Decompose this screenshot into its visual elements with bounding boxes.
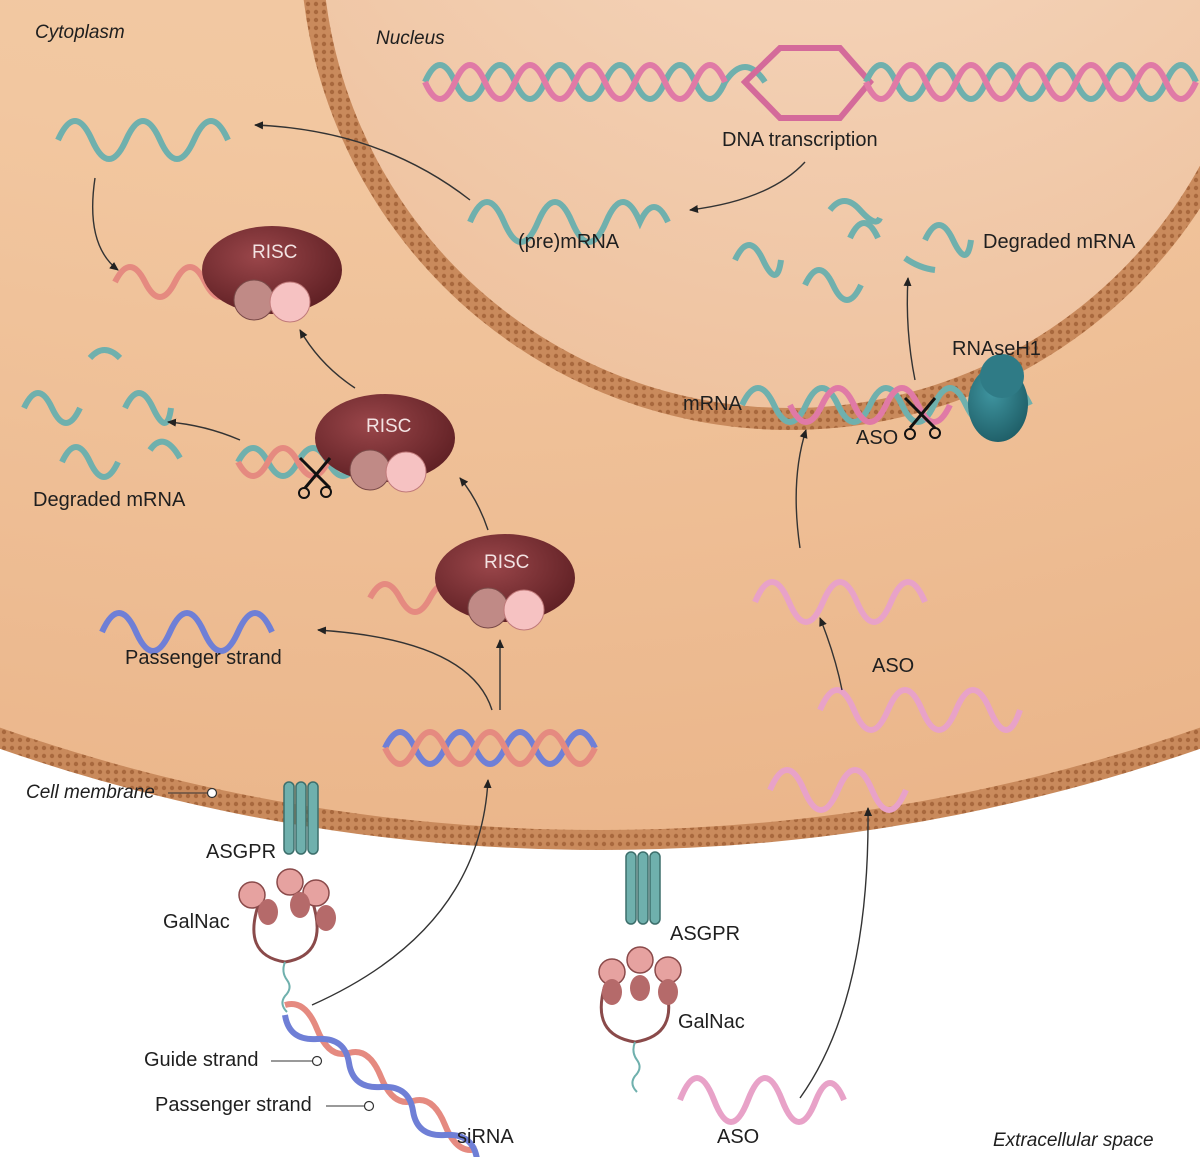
- pre-mrna-label: (pre)mRNA: [518, 231, 620, 253]
- sirna-label: siRNA: [457, 1126, 514, 1148]
- extracellular-space-label: Extracellular space: [993, 1130, 1154, 1151]
- asgpr-right-label: ASGPR: [670, 923, 740, 945]
- aso-nucleus-label: ASO: [856, 427, 898, 449]
- arrow-risc-mid-to-top: [299, 329, 356, 389]
- passenger-strand-released: [99, 610, 275, 654]
- degraded-mrna-left-label: Degraded mRNA: [33, 489, 186, 511]
- degraded-mrna-right-label: Degraded mRNA: [983, 231, 1136, 253]
- nucleus-area: [325, 0, 1200, 408]
- guide-strand-pointer: [271, 1055, 323, 1067]
- cell-membrane-pointer: [168, 787, 218, 799]
- risc-low-label: RISC: [484, 552, 529, 573]
- arrow-risc-low-to-mid: [459, 477, 489, 531]
- guide-strand-label: Guide strand: [144, 1049, 259, 1071]
- aso-cytoplasm-mid: [817, 687, 1023, 733]
- galnac-ligand-right: [598, 946, 682, 1093]
- rnaseh1-label: RNAseH1: [952, 338, 1041, 360]
- arrow-aso-into-cell: [799, 807, 873, 1099]
- mrna-label: mRNA: [683, 393, 743, 415]
- dna-double-helix: [422, 45, 1199, 121]
- passenger-strand-label: Passenger strand: [125, 647, 282, 669]
- arrow-transcription-to-premrna: [689, 161, 806, 213]
- galnac-right-label: GalNac: [678, 1011, 745, 1033]
- arrow-aso-to-nucleus: [795, 429, 808, 549]
- risc-mid-label: RISC: [366, 416, 411, 437]
- galnac-left-label: GalNac: [163, 911, 230, 933]
- arrow-mrna-to-risc: [92, 177, 119, 271]
- risc-top-label: RISC: [252, 242, 297, 263]
- sirna-duplex-extracellular: [282, 1001, 480, 1157]
- asgpr-left-label: ASGPR: [206, 841, 276, 863]
- aso-cytoplasm-upper: [752, 579, 928, 625]
- arrow-sirna-into-cell: [311, 779, 492, 1006]
- rnaseh1-enzyme: [968, 354, 1028, 442]
- arrow-cleavage-to-degraded-left: [167, 418, 241, 441]
- scissors-icon: [298, 456, 332, 499]
- arrow-duplex-to-passenger: [317, 626, 493, 711]
- aso-extracellular: [677, 1075, 847, 1125]
- degraded-mrna-right: [732, 198, 974, 303]
- passenger-strand-pointer: [326, 1100, 375, 1112]
- dna-transcription-label: DNA transcription: [722, 129, 878, 151]
- cytoplasm-mrna-strand: [55, 118, 231, 162]
- passenger-strand-bottom-label: Passenger strand: [155, 1094, 312, 1116]
- risc-complex-low: RISC: [367, 534, 575, 631]
- risc-complex-top: RISC: [112, 226, 342, 323]
- scissors-icon-nucleus: [903, 396, 941, 440]
- arrow-aso-lower-to-upper: [819, 617, 843, 691]
- cell-membrane-label: Cell membrane: [26, 782, 155, 803]
- sirna-duplex-cytoplasm: [382, 729, 598, 767]
- asgpr-receptor-left: [283, 781, 319, 855]
- aso-cytoplasm-lower: [767, 767, 909, 813]
- cytoplasm-label: Cytoplasm: [35, 22, 125, 43]
- aso-bottom-label: ASO: [717, 1126, 759, 1148]
- pre-mrna-strand: [467, 199, 671, 245]
- aso-mid-label: ASO: [872, 655, 914, 677]
- nucleus-label: Nucleus: [376, 28, 445, 49]
- galnac-ligand-left: [238, 868, 336, 1013]
- arrow-cleavage-to-degraded-right: [903, 277, 916, 381]
- asgpr-receptor-right: [625, 851, 661, 925]
- arrow-premrna-to-cytoplasm: [254, 121, 471, 201]
